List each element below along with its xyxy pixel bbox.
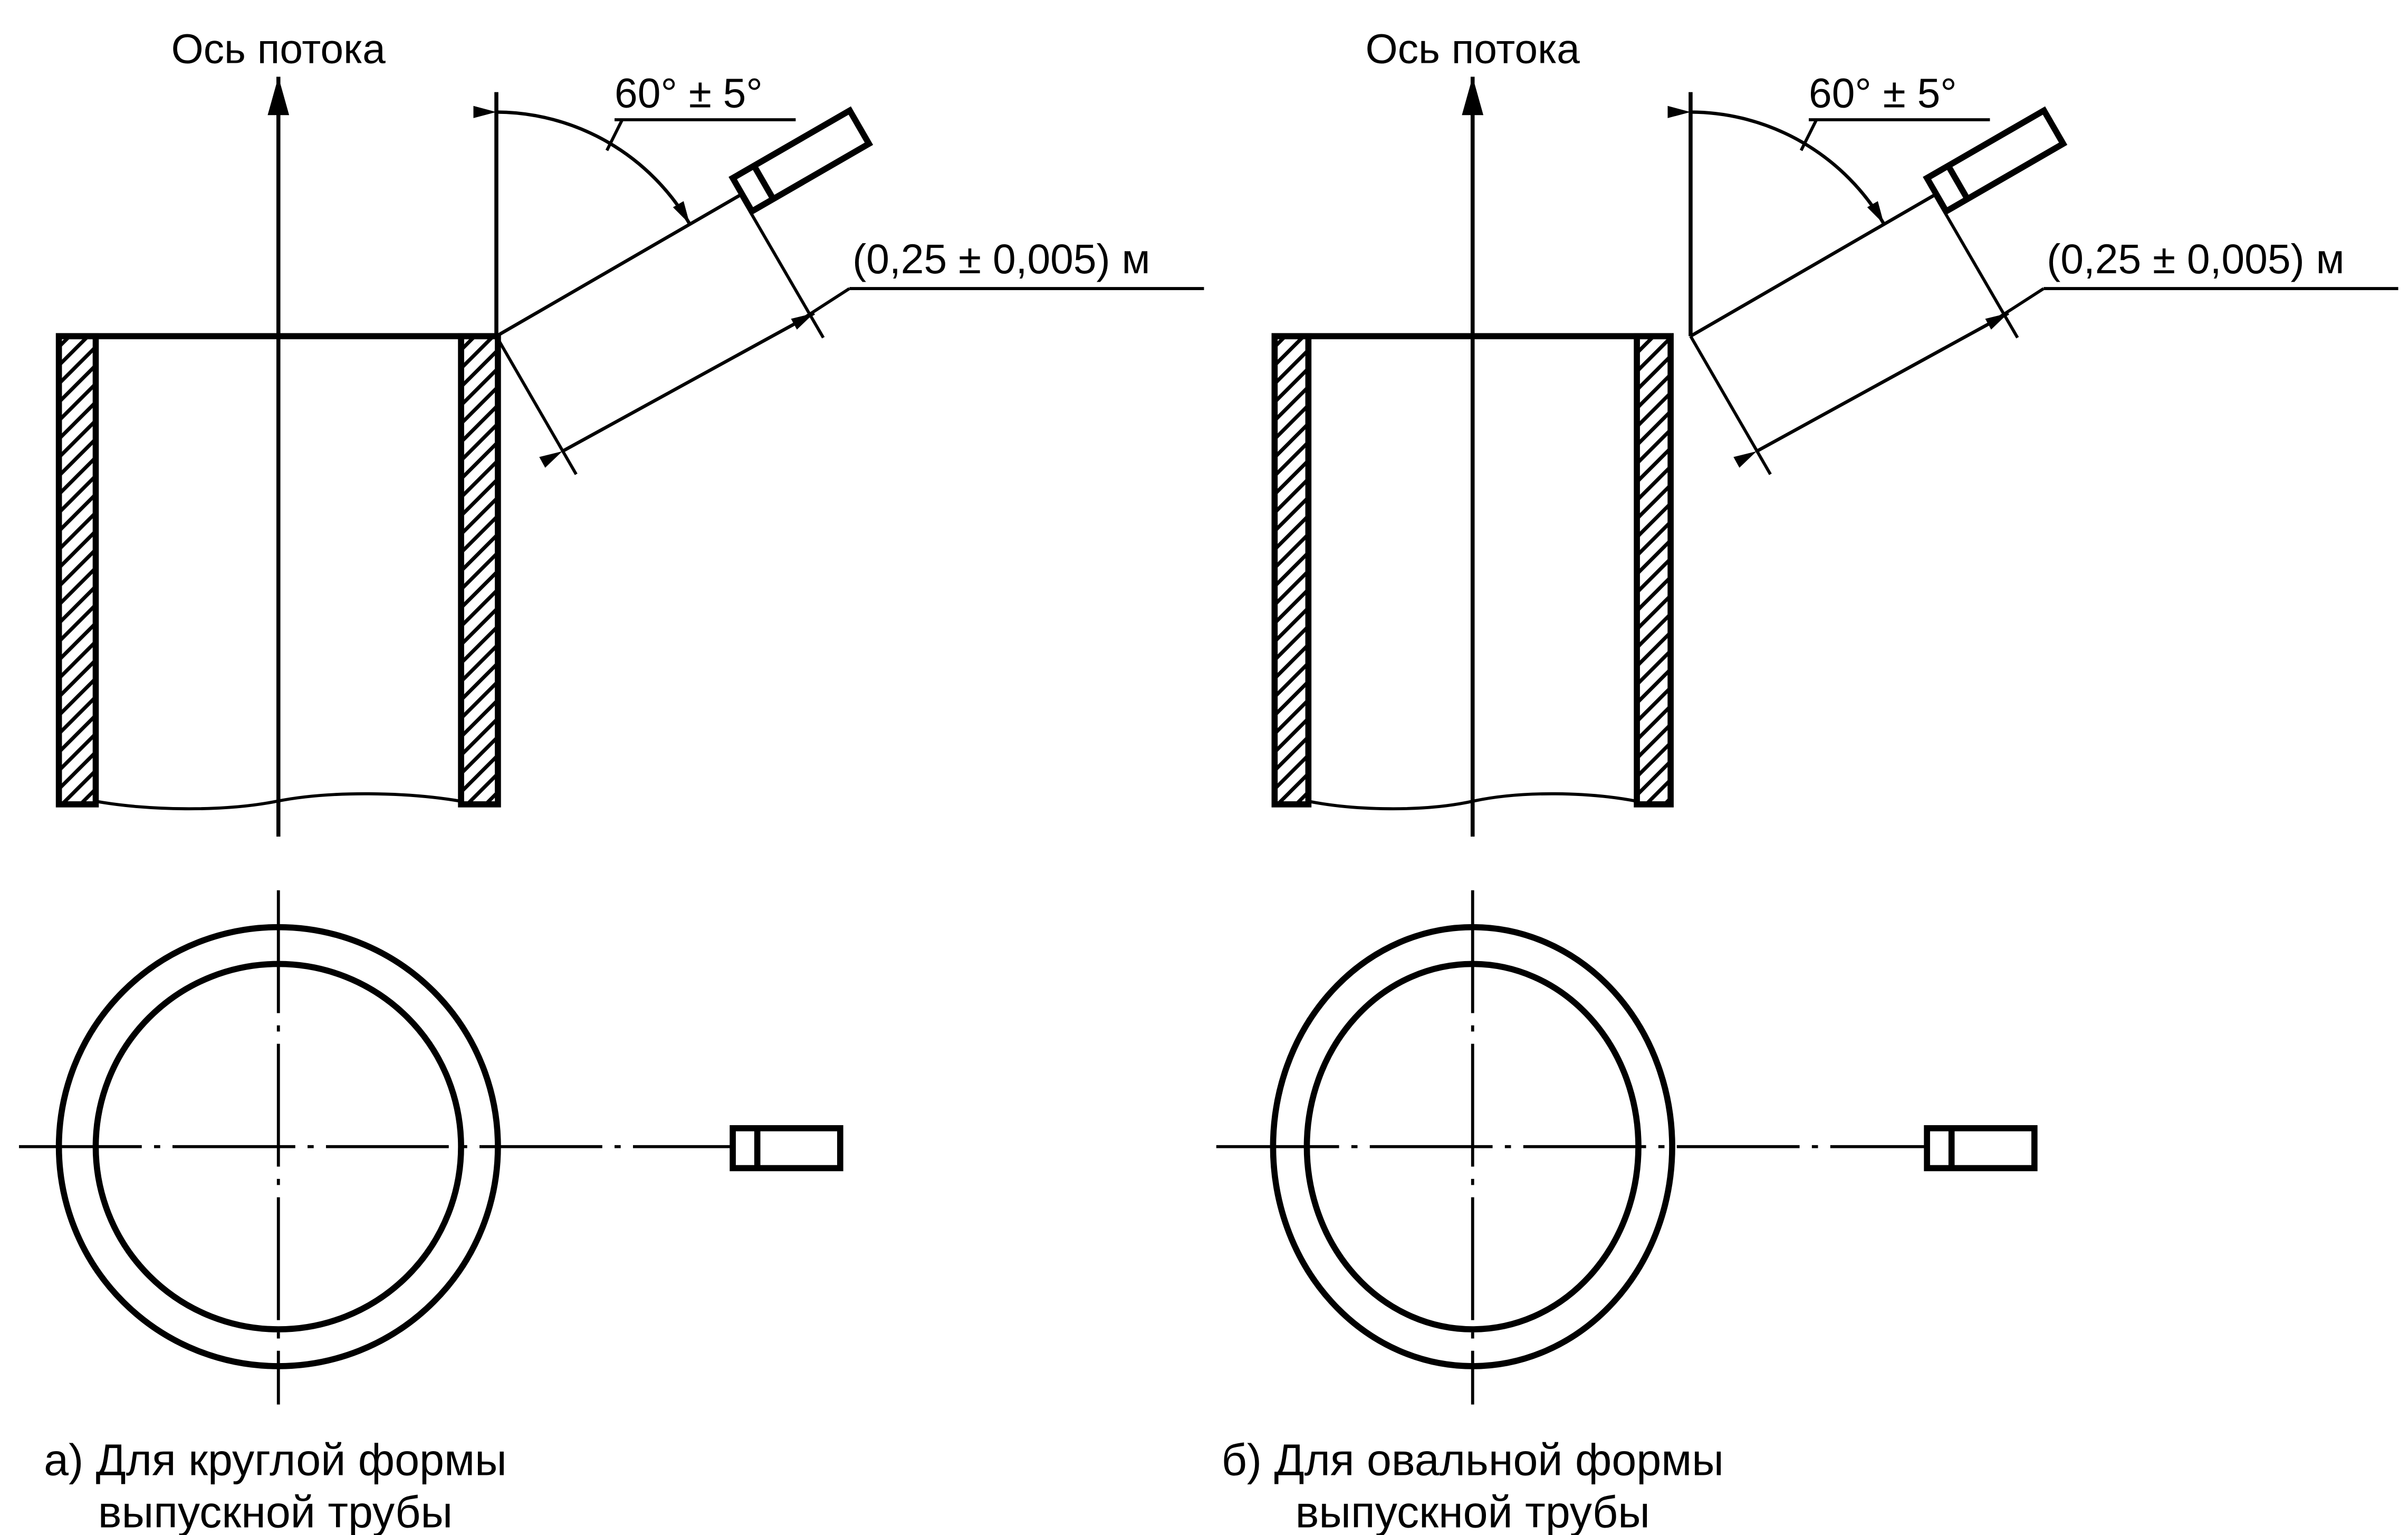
angle-label: 60° ± 5°	[615, 70, 763, 117]
angle-leader	[605, 119, 624, 151]
caption-line-2: выпускной трубы	[1296, 1487, 1650, 1535]
angle-arc	[1667, 105, 1886, 225]
pipe-cross-section	[1216, 890, 2038, 1405]
angle-leader	[1799, 119, 1818, 151]
pipe-wall-right	[1634, 333, 1674, 808]
distance-leader	[801, 287, 850, 321]
extension-line-pipe-edge	[495, 335, 578, 475]
flow-axis-label: Ось потока	[171, 25, 386, 72]
distance-leader	[1995, 287, 2045, 321]
panel-oval-pipe: Ось потока 60° ± 5° (0,25 ± 0,00	[1216, 25, 2399, 1535]
probe-axis-line	[495, 193, 742, 338]
distance-label: (0,25 ± 0,005) м	[2047, 236, 2344, 282]
angle-label: 60° ± 5°	[1809, 70, 1957, 117]
pipe-wall-right	[458, 333, 501, 808]
caption-line-2: выпускной трубы	[98, 1487, 453, 1535]
probe-icon-top-view	[730, 1125, 843, 1172]
flow-axis-label: Ось потока	[1366, 25, 1580, 72]
probe-icon-top-view	[1924, 1125, 2038, 1172]
probe-geometry: 60° ± 5° (0,25 ± 0,005) м	[1667, 70, 2399, 475]
angle-arc	[473, 105, 692, 225]
probe-icon	[1923, 106, 2068, 216]
probe-axis-line	[1690, 193, 1936, 338]
pipe-wall-left	[55, 333, 99, 808]
distance-dimension-line	[1733, 311, 2009, 468]
probe-icon	[728, 106, 874, 216]
extension-line-pipe-edge	[1689, 335, 1772, 475]
probe-geometry: 60° ± 5° (0,25 ± 0,005) м	[473, 70, 1204, 475]
pipe-side-section	[1271, 333, 1674, 811]
pipe-side-section	[55, 333, 501, 811]
caption-line-1: б) Для овальной формы	[1222, 1435, 1724, 1485]
panel-round-pipe: Ось потока 60° ± 5° (0	[18, 25, 1204, 1535]
caption-line-1: а) Для круглой формы	[44, 1435, 507, 1485]
pipe-wall-left	[1271, 333, 1312, 808]
pipe-cross-section	[18, 890, 843, 1405]
distance-dimension-line	[539, 311, 815, 468]
distance-label: (0,25 ± 0,005) м	[852, 236, 1150, 282]
